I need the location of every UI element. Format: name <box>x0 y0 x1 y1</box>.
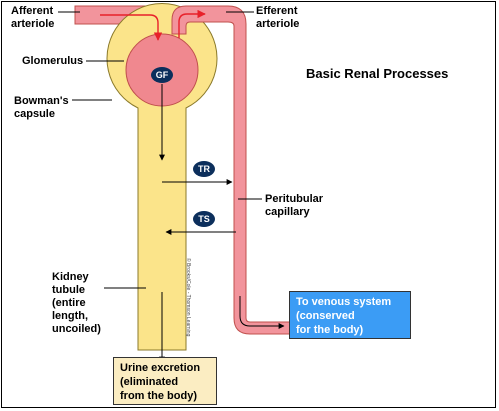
tubular-reabsorption-badge: TR <box>193 161 215 177</box>
venous-system-box: To venous system (conserved for the body… <box>289 291 411 339</box>
glomerular-filtration-badge: GF <box>151 67 173 83</box>
urine-excretion-box: Urine excretion (eliminated from the bod… <box>113 357 217 405</box>
kidney-tubule-label: Kidney tubule (entire length, uncoiled) <box>52 271 101 335</box>
tubular-secretion-badge: TS <box>193 211 215 227</box>
afferent-arteriole-label: Afferent arteriole <box>11 5 55 30</box>
afferent-flow-arrow <box>100 14 163 41</box>
efferent-flow-arrow <box>178 9 206 38</box>
bowmans-capsule-label: Bowman's capsule <box>14 95 69 120</box>
glomerulus-label: Glomerulus <box>22 55 84 67</box>
venous-flow-arrow <box>239 296 285 329</box>
peritubular-capillary-label: Peritubular capillary <box>265 193 324 218</box>
copyright-credit: © Brooks/Cole - Thomson Learning <box>185 258 191 337</box>
efferent-arteriole-label: Efferent arteriole <box>256 5 300 30</box>
diagram-title: Basic Renal Processes <box>306 66 449 81</box>
